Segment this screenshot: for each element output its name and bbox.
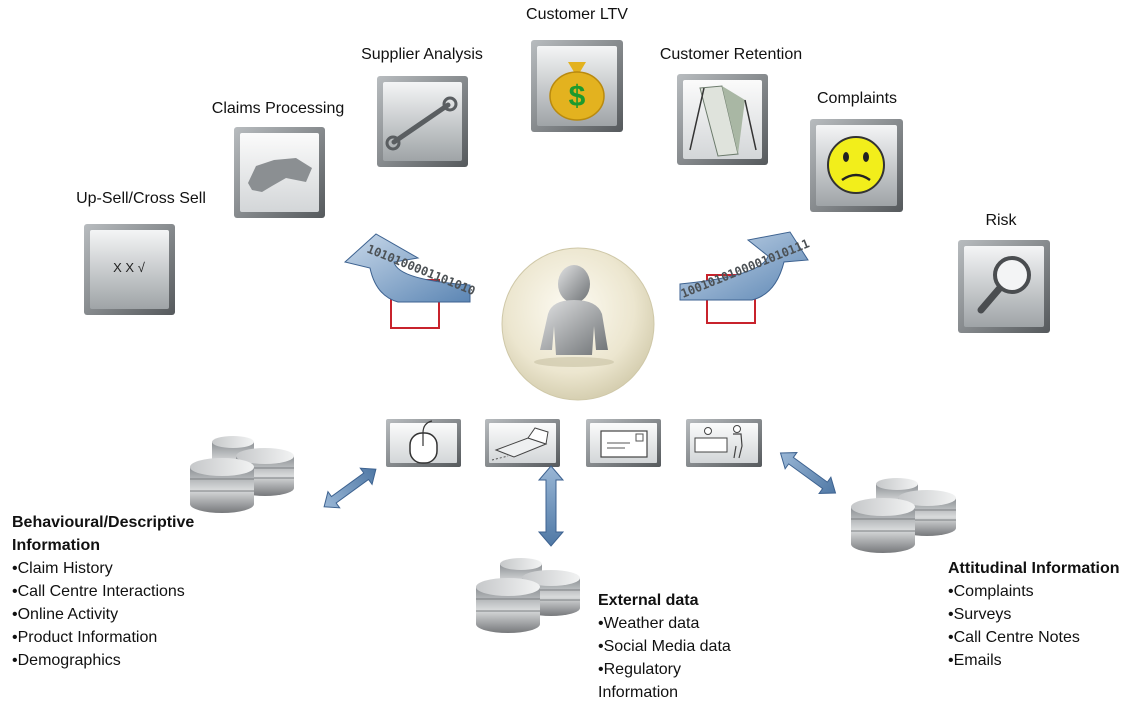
customer-orb <box>501 247 655 401</box>
label-upsell: Up-Sell/Cross Sell <box>76 190 206 207</box>
wrench-icon <box>385 96 458 151</box>
channel-letter <box>586 419 661 467</box>
label-claims: Claims Processing <box>211 100 345 117</box>
falling-money-icon <box>689 85 757 157</box>
list-item: Complaints <box>948 580 1120 603</box>
checklist-icon: X X √ <box>113 260 146 275</box>
fax-icon <box>491 427 549 461</box>
list-item: Call Centre Notes <box>948 626 1120 649</box>
claims-tile <box>234 127 325 218</box>
list-item: Surveys <box>948 603 1120 626</box>
label-ltv: Customer LTV <box>526 6 628 23</box>
list-item: Claim History <box>12 557 194 580</box>
car-icon <box>248 158 312 192</box>
list-item: Product Information <box>12 626 194 649</box>
list-item: Call Centre Interactions <box>12 580 194 603</box>
counter-service-icon <box>694 425 743 459</box>
behavioural-heading-1: Behavioural/Descriptive <box>12 514 195 531</box>
complaints-tile <box>810 119 903 212</box>
supplier-tile <box>377 76 468 167</box>
source-external: External data Weather data Social Media … <box>598 589 731 704</box>
external-continuation: Information <box>598 684 679 701</box>
arrow-behavioural <box>323 467 377 509</box>
list-item: Social Media data <box>598 635 731 658</box>
arrow-external <box>537 465 565 547</box>
label-supplier: Supplier Analysis <box>361 46 483 63</box>
external-heading: External data <box>598 592 699 609</box>
channel-fax <box>485 419 560 467</box>
svg-text:$: $ <box>569 80 586 113</box>
letter-icon <box>600 430 648 458</box>
label-risk: Risk <box>985 212 1017 229</box>
behavioural-heading-2: Information <box>12 537 100 554</box>
label-complaints: Complaints <box>816 90 898 107</box>
label-retention: Customer Retention <box>659 46 803 63</box>
database-behavioural <box>190 436 294 513</box>
ltv-tile: $ <box>531 40 623 132</box>
person-icon <box>534 265 614 367</box>
upsell-tile: X X √ <box>84 224 175 315</box>
attitudinal-heading: Attitudinal Information <box>948 560 1120 577</box>
list-item: Emails <box>948 649 1120 672</box>
left-output-arrow: 1010100001101010 <box>343 233 477 329</box>
database-external <box>476 558 580 633</box>
list-item: Demographics <box>12 649 194 672</box>
channel-counter <box>686 419 762 467</box>
magnifier-icon <box>977 256 1031 314</box>
list-item: Online Activity <box>12 603 194 626</box>
channel-mouse <box>386 419 461 467</box>
sad-face-icon <box>827 136 885 194</box>
list-item: Weather data <box>598 612 731 635</box>
risk-tile <box>958 240 1050 333</box>
arrow-attitudinal <box>779 452 837 494</box>
list-item: Regulatory <box>598 658 731 681</box>
retention-tile <box>677 74 768 165</box>
right-output-arrow: 1001010100001010111 <box>679 231 811 324</box>
money-bag-icon: $ <box>549 62 605 121</box>
mouse-icon <box>409 420 438 464</box>
source-attitudinal: Attitudinal Information Complaints Surve… <box>948 557 1120 672</box>
database-attitudinal <box>851 478 956 553</box>
source-behavioural: Behavioural/Descriptive Information Clai… <box>12 511 194 672</box>
